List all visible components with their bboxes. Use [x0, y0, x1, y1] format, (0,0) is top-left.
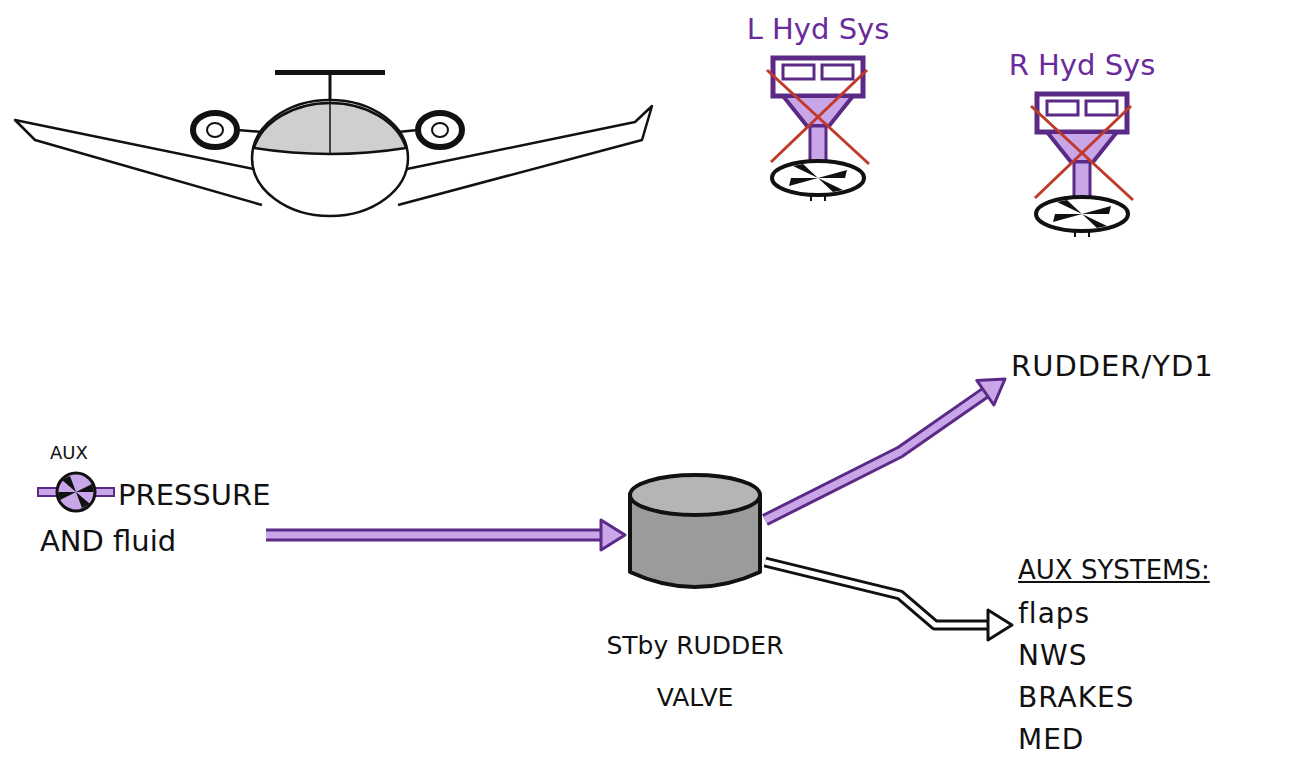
valve-cylinder — [625, 470, 765, 595]
aux-pump: AUX PRESSURE AND fluid — [40, 440, 266, 568]
destination-label: RUDDER/YD1 — [1011, 349, 1214, 383]
aircraft-front-view — [15, 70, 652, 216]
valve-label: STby RUDDER VALVE — [585, 620, 805, 724]
supply-note: PRESSURE AND fluid — [40, 472, 255, 564]
system-label: R Hyd Sys — [1009, 48, 1156, 82]
pipe-fill — [266, 532, 604, 539]
arrow-head — [977, 379, 1005, 405]
hydraulic-pump-symbol — [1027, 88, 1137, 238]
list-heading: AUX SYSTEMS: — [1018, 555, 1210, 585]
hydraulic-pump-symbol — [763, 52, 873, 202]
aux-systems-list: AUX SYSTEMS: flaps NWS BRAKES MED — [1012, 553, 1216, 763]
pipe-outline — [765, 391, 988, 520]
aux-pump-symbol — [36, 470, 116, 514]
pipe-connector — [765, 379, 1005, 520]
system-list: flaps NWS BRAKES MED — [1018, 593, 1135, 761]
pump-label: AUX — [50, 442, 260, 464]
arrow-head — [601, 520, 625, 550]
system-label: L Hyd Sys — [747, 12, 890, 46]
rudder-yd-target: RUDDER/YD1 — [1005, 345, 1220, 387]
right-hyd-system-pump: R Hyd Sys — [1022, 48, 1142, 242]
pipe-outline — [266, 529, 604, 542]
pipe-connector — [266, 520, 625, 550]
pipe-outline — [765, 562, 991, 625]
pipe-connector — [765, 562, 1012, 640]
arrow-head — [988, 610, 1012, 640]
left-hyd-system-pump: L Hyd Sys — [758, 12, 878, 206]
pipe-fill — [765, 562, 991, 625]
standby-rudder-valve: STby RUDDER VALVE — [625, 470, 765, 595]
pipe-fill — [765, 391, 988, 520]
